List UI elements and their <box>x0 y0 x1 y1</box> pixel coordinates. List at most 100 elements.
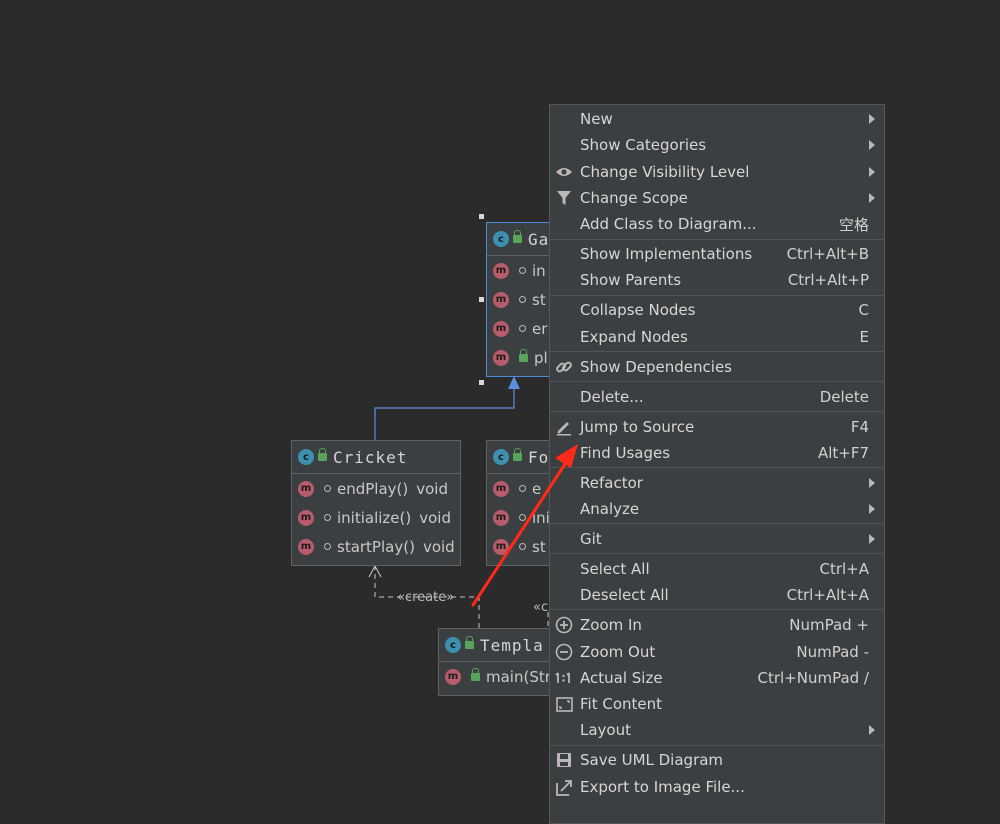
visibility-icon <box>324 485 331 492</box>
menu-item-show-dependencies[interactable]: Show Dependencies <box>550 354 884 380</box>
class-icon: c <box>445 637 461 653</box>
menu-separator <box>550 411 884 412</box>
menu-item-collapse-nodes[interactable]: Collapse Nodes C <box>550 297 884 323</box>
menu-item-shortcut: E <box>859 328 869 346</box>
method-name: startPlay() <box>337 537 415 556</box>
class-name: Ga <box>528 229 550 249</box>
menu-item-analyze[interactable]: Analyze <box>550 496 884 522</box>
menu-item-new[interactable]: New <box>550 106 884 132</box>
method-icon: m <box>493 262 509 279</box>
create-stereotype-label-2: «c <box>533 600 549 615</box>
menu-item-shortcut: F4 <box>850 418 869 436</box>
method-icon: m <box>493 320 509 337</box>
method-row[interactable]: m in <box>487 256 565 285</box>
visibility-icon <box>519 267 526 274</box>
method-name: ini <box>532 508 550 527</box>
menu-item-label: Change Scope <box>580 189 688 207</box>
submenu-arrow-icon <box>869 504 875 514</box>
save-icon <box>555 751 573 769</box>
method-name: in <box>532 261 546 280</box>
menu-item-shortcut: C <box>858 301 869 319</box>
public-lock-icon <box>519 348 528 362</box>
menu-item-refactor[interactable]: Refactor <box>550 470 884 496</box>
menu-item-label: Layout <box>580 721 631 739</box>
menu-item-change-visibility-level[interactable]: Change Visibility Level <box>550 159 884 185</box>
menu-item-shortcut: Alt+F7 <box>817 444 869 462</box>
create-dependency-line <box>374 566 480 628</box>
menu-item-layout[interactable]: Layout <box>550 717 884 743</box>
menu-item-change-scope[interactable]: Change Scope <box>550 185 884 211</box>
menu-item-shortcut: Ctrl+NumPad / <box>757 669 869 687</box>
menu-separator <box>550 381 884 382</box>
pencil-icon <box>555 418 573 436</box>
method-name: initialize() <box>337 508 412 527</box>
submenu-arrow-icon <box>869 114 875 124</box>
menu-item-shortcut: Ctrl+Alt+P <box>787 271 869 289</box>
method-name: st <box>532 290 546 309</box>
class-node-header: c Templa <box>439 629 562 662</box>
method-icon: m <box>493 480 509 497</box>
menu-separator <box>550 239 884 240</box>
menu-item-label: Show Dependencies <box>580 358 732 376</box>
menu-item-deselect-all[interactable]: Deselect All Ctrl+Alt+A <box>550 582 884 608</box>
submenu-arrow-icon <box>869 725 875 735</box>
menu-item-shortcut: Ctrl+Alt+B <box>786 245 869 263</box>
menu-item-label: Add Class to Diagram... <box>580 215 757 233</box>
visibility-icon <box>519 296 526 303</box>
selection-handle[interactable] <box>479 214 484 219</box>
class-node-header: c Cricket <box>292 441 460 474</box>
selection-handle[interactable] <box>479 380 484 385</box>
class-icon: c <box>493 231 509 247</box>
menu-item-label: Analyze <box>580 500 640 518</box>
menu-item-label: Refactor <box>580 474 643 492</box>
submenu-arrow-icon <box>869 193 875 203</box>
method-return-type: void <box>419 508 451 527</box>
method-icon: m <box>445 668 461 685</box>
menu-item-label: Find Usages <box>580 444 671 462</box>
menu-item-git[interactable]: Git <box>550 526 884 552</box>
menu-item-shortcut: Ctrl+A <box>819 560 869 578</box>
menu-item-export-to-image-file[interactable]: Export to Image File... <box>550 774 884 800</box>
menu-item-label: Collapse Nodes <box>580 301 696 319</box>
method-row[interactable]: m st <box>487 285 565 314</box>
menu-separator <box>550 523 884 524</box>
menu-item-delete[interactable]: Delete...Delete <box>550 384 884 410</box>
method-icon: m <box>493 291 509 308</box>
menu-item-label: Deselect All <box>580 586 669 604</box>
zoom-in-icon <box>555 616 573 634</box>
menu-separator <box>550 467 884 468</box>
fit-content-icon <box>555 695 573 713</box>
selection-handle[interactable] <box>479 297 484 302</box>
menu-item-label: Zoom In <box>580 616 642 634</box>
menu-item-fit-content[interactable]: Fit Content <box>550 691 884 717</box>
menu-item-add-class-to-diagram[interactable]: Add Class to Diagram...空格 <box>550 211 884 237</box>
actual-size-icon <box>555 669 573 687</box>
menu-item-label: Save UML Diagram <box>580 751 724 769</box>
menu-item-find-usages[interactable]: Find Usages Alt+F7 <box>550 440 884 466</box>
menu-item-label: Git <box>580 530 602 548</box>
method-name: endPlay() <box>337 479 409 498</box>
menu-separator <box>550 295 884 296</box>
menu-item-show-categories[interactable]: Show Categories <box>550 132 884 158</box>
menu-item-label: Delete... <box>580 388 644 406</box>
menu-item-shortcut: Ctrl+Alt+A <box>786 586 869 604</box>
method-return-type: void <box>422 537 455 556</box>
menu-item-save-uml-diagram[interactable]: Save UML Diagram <box>550 747 884 773</box>
